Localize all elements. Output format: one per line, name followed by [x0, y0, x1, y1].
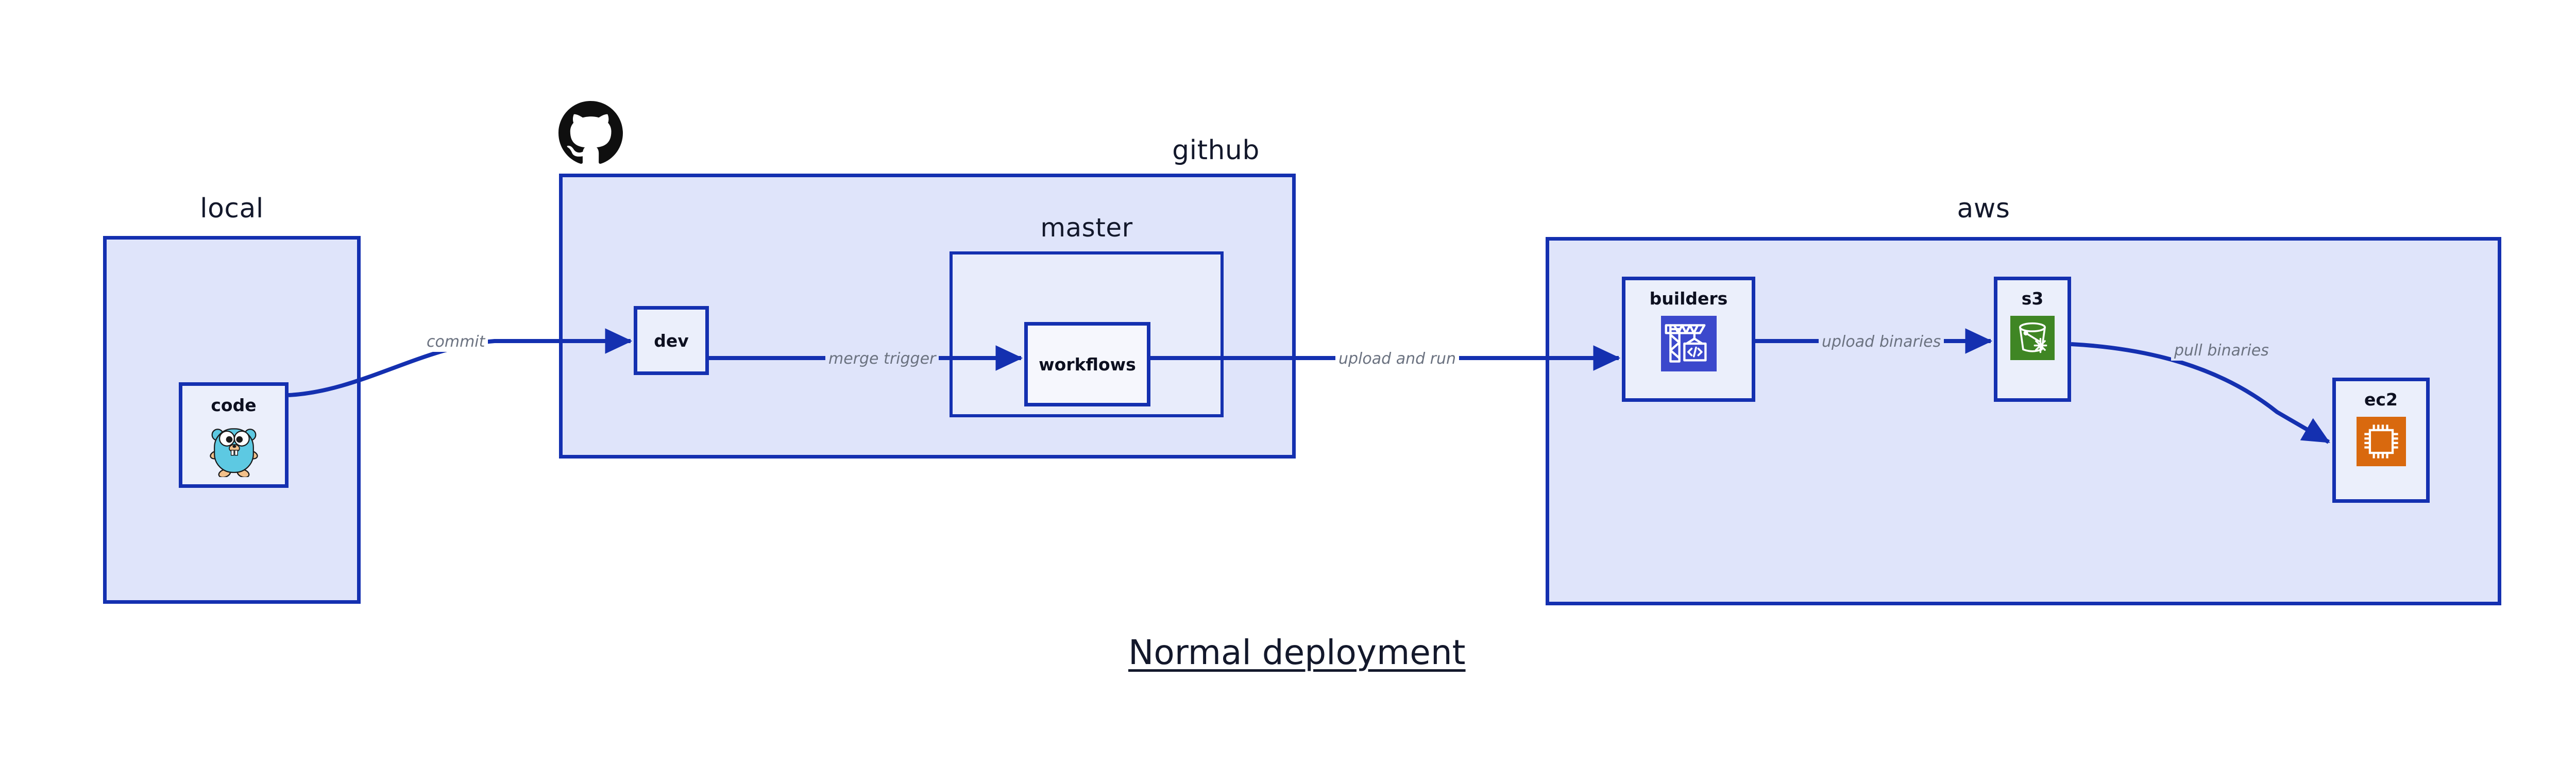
edge-label-pull-binaries: pull binaries — [2171, 341, 2272, 361]
edge-label-upload-binaries: upload binaries — [1819, 332, 1944, 352]
node-workflows[interactable]: workflows — [1024, 322, 1150, 406]
page-title: Normal deployment — [1128, 633, 1466, 672]
node-ec2-label: ec2 — [2364, 389, 2398, 410]
edge-label-upload-and-run: upload and run — [1335, 349, 1460, 369]
aws-ec2-chip-icon — [2356, 417, 2406, 468]
node-ec2[interactable]: ec2 — [2332, 378, 2430, 503]
node-workflows-label: workflows — [1039, 354, 1136, 375]
node-builders[interactable]: builders — [1622, 277, 1755, 402]
github-octocat-logo — [558, 101, 623, 167]
edge-label-commit: commit — [423, 332, 488, 352]
node-code-label: code — [211, 395, 257, 415]
node-dev-label: dev — [654, 330, 689, 351]
node-s3-label: s3 — [2021, 288, 2044, 309]
node-s3[interactable]: s3 — [1994, 277, 2071, 402]
aws-s3-bucket-icon — [2010, 316, 2055, 362]
node-code[interactable]: code — [179, 382, 289, 488]
aws-codebuild-crane-icon — [1660, 316, 1717, 373]
go-gopher-icon — [206, 421, 262, 479]
group-label-master: master — [1040, 213, 1133, 243]
group-label-github: github — [1172, 135, 1260, 166]
edge-label-merge-trigger: merge trigger — [825, 349, 939, 369]
node-dev[interactable]: dev — [634, 306, 709, 375]
group-label-local: local — [200, 193, 264, 224]
group-label-aws: aws — [1957, 193, 2010, 224]
node-builders-label: builders — [1649, 288, 1728, 309]
